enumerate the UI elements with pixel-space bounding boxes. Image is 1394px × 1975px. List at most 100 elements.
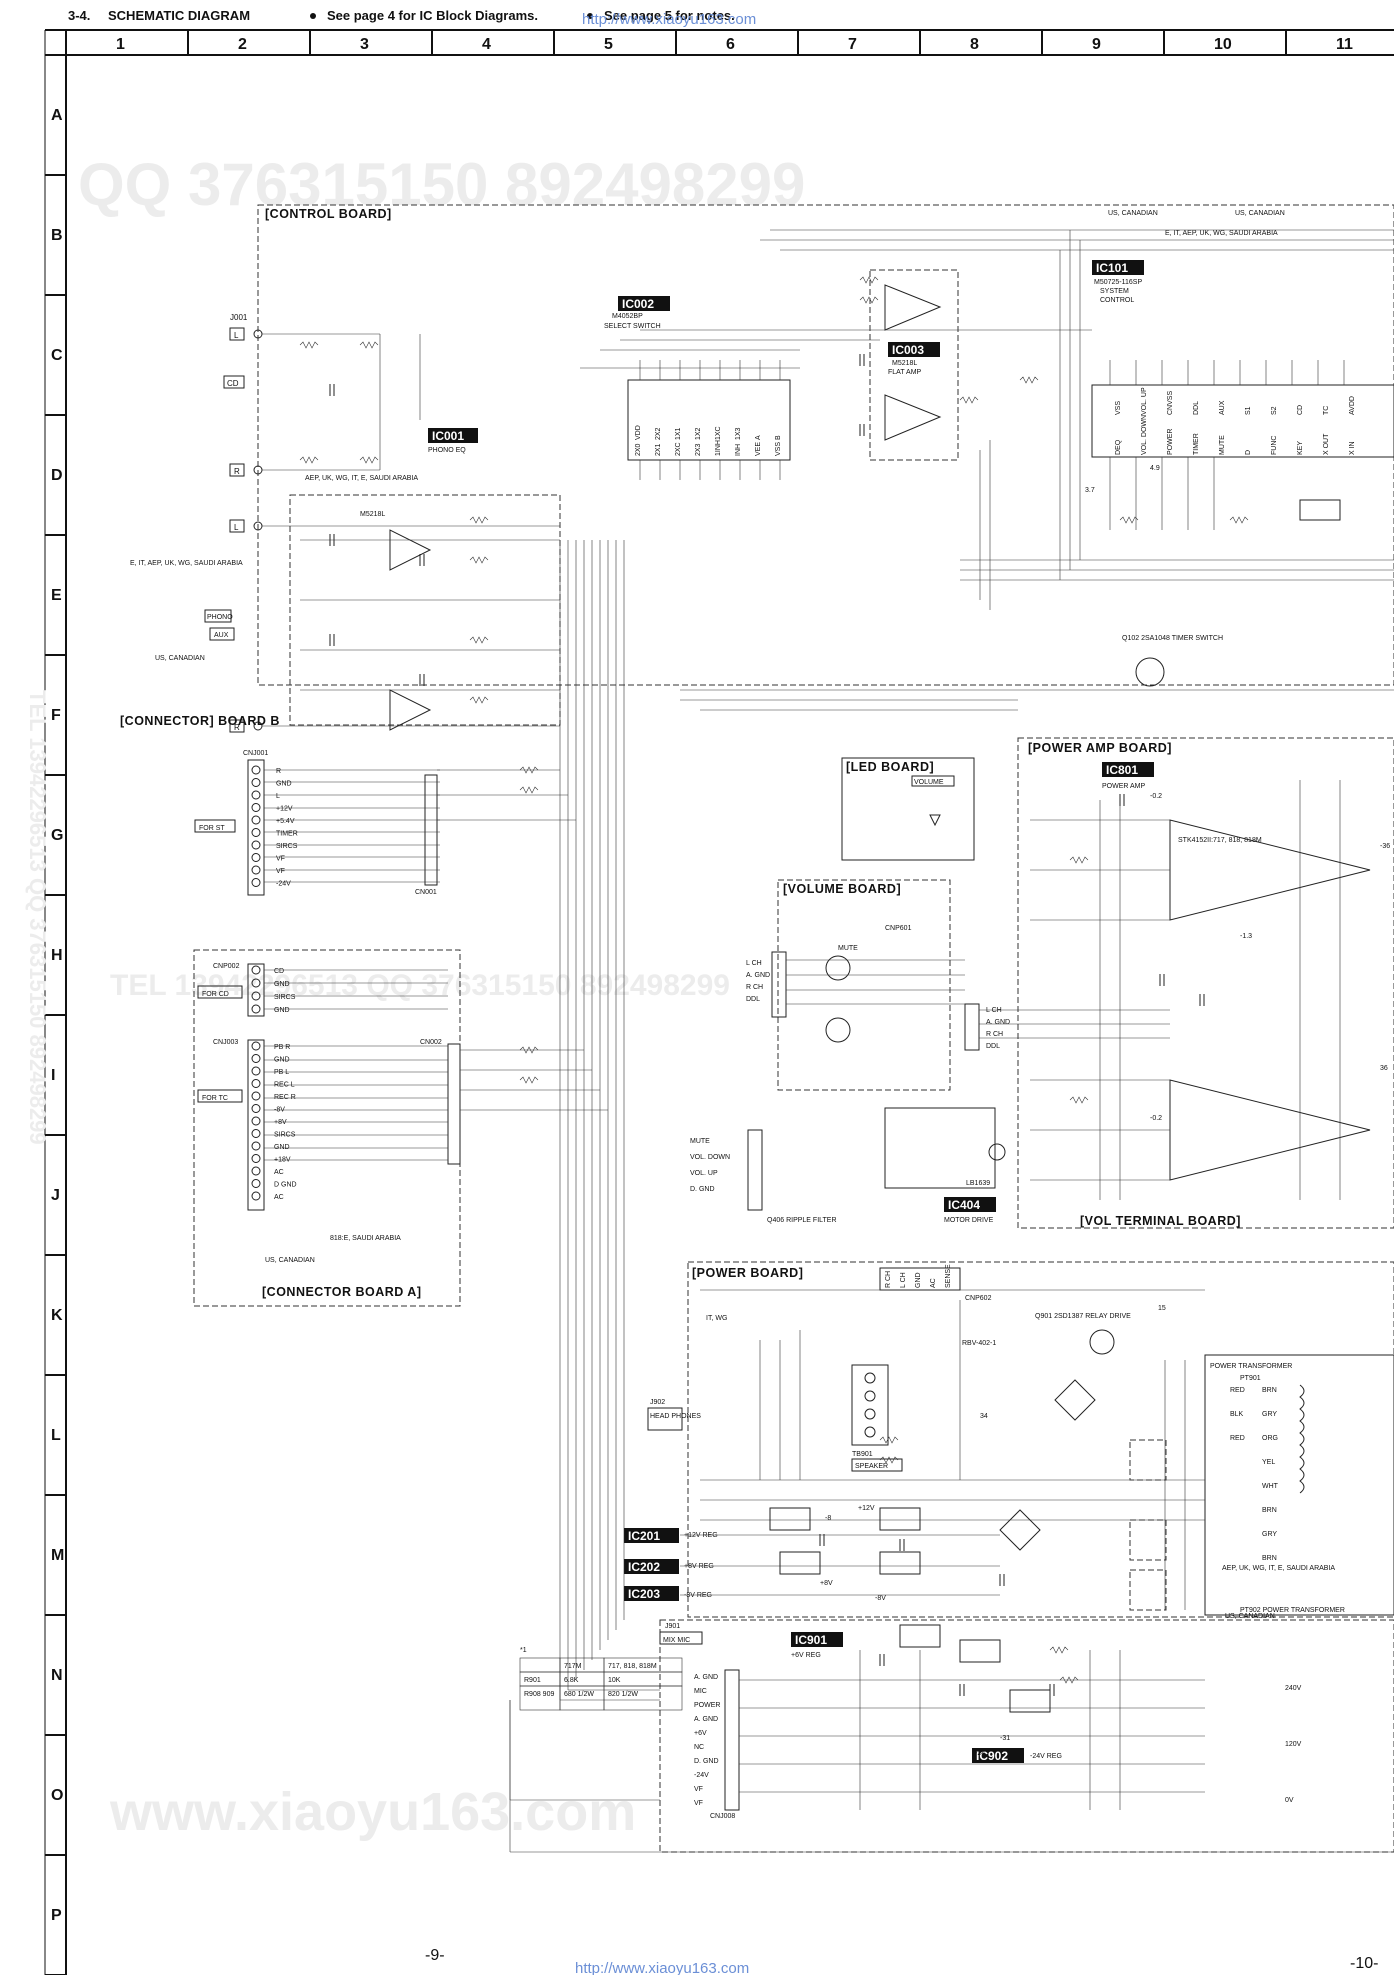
volume-left-pin-label: VOL. DOWN [690, 1154, 730, 1161]
ic002-pin: 1INH [715, 440, 722, 456]
voltage-annotation: -36 [1380, 843, 1390, 850]
svg-text:IC201: IC201 [628, 1529, 660, 1543]
pin-icon [251, 1166, 261, 1176]
column-label: 10 [1214, 36, 1232, 53]
voltage-annotation: +8V [820, 1580, 833, 1587]
it-wg-label: IT, WG [706, 1315, 727, 1322]
cnj008-pin-label: MIC [694, 1688, 707, 1695]
voltage-annotation: 3.7 [1085, 487, 1095, 494]
pt901-label: PT901 [1240, 1375, 1261, 1382]
voltage-annotation: -8V [875, 1595, 886, 1602]
ic002-badge: IC002 [618, 296, 670, 311]
pin-icon [251, 1079, 261, 1088]
cnj008-pin-label: VF [694, 1800, 703, 1807]
ic901-badge: IC901 [791, 1632, 843, 1647]
row-label: G [51, 827, 63, 844]
resistor-icon [469, 556, 489, 564]
volume-pin-label: A. GND [746, 972, 770, 979]
for-cd-label: FOR CD [202, 991, 229, 998]
resistor-icon [1229, 516, 1249, 524]
ic404-part: LB1639 [966, 1180, 990, 1187]
connector-b-pin-label: -24V [276, 881, 291, 888]
jack-cd: CD [227, 379, 239, 388]
cd-pin-label: GND [274, 1007, 290, 1014]
resistor-icon [299, 341, 319, 349]
voltage-annotation: -24 [975, 1750, 985, 1757]
resistor-icon [519, 766, 539, 774]
volume-label: VOLUME [914, 779, 944, 786]
power-top-pin-label: R CH [885, 1271, 892, 1288]
watermark-url-bottom[interactable]: http://www.xiaoyu163.com [575, 1960, 749, 1975]
tc-pin-label: PB R [274, 1044, 290, 1051]
for-st-label: FOR ST [199, 825, 225, 832]
us-canadian-pt: US, CANADIAN [1225, 1613, 1275, 1620]
jack-r-1: R [234, 467, 240, 476]
tc-pin-label: D GND [274, 1182, 297, 1189]
row-label: K [51, 1307, 63, 1324]
ic801-desc: POWER AMP [1102, 783, 1146, 790]
opamp-icon [884, 284, 942, 331]
ic201-desc: +12V REG [684, 1532, 718, 1539]
ic101-pin: AVDD [1349, 396, 1356, 415]
cnj008-pin-label: -24V [694, 1772, 709, 1779]
wiring [262, 229, 1394, 1853]
connector-b-pin-label: VF [276, 856, 285, 863]
relay-label: Q901 2SD1387 RELAY DRIVE [1035, 1313, 1131, 1320]
power-amp-title: [POWER AMP BOARD] [1028, 741, 1172, 755]
resistor-icon [959, 396, 979, 404]
tc-pin-label: +8V [274, 1119, 287, 1126]
ic101-desc1: SYSTEM [1100, 288, 1129, 295]
control-board-title: [CONTROL BOARD] [265, 207, 392, 221]
pt902-label: PT902 POWER TRANSFORMER [1240, 1607, 1345, 1614]
pin-icon [251, 1091, 261, 1101]
ic901-desc: +6V REG [791, 1652, 821, 1659]
resistor-icon [469, 636, 489, 644]
cnp601-label: CNP601 [885, 925, 912, 932]
opamp-icon [884, 394, 942, 441]
ic101-pin: CNVSS [1167, 391, 1174, 415]
tc-pin-label: AC [274, 1169, 284, 1176]
pin-icon [251, 1179, 261, 1188]
svg-text:CNJ001: CNJ001 [243, 750, 268, 757]
ic101-pin: FUNC [1271, 436, 1278, 455]
watermark-url-top[interactable]: http://www.xiaoyu163.com [582, 11, 756, 28]
aux-label: AUX [214, 632, 229, 639]
ic002-pin: 1X1 [675, 427, 682, 440]
resistor-icon [359, 456, 379, 464]
connector-b-pin-label: R [276, 768, 281, 775]
motor-icon [988, 1143, 1006, 1161]
column-label: 9 [1092, 36, 1101, 53]
volume-board-title: [VOLUME BOARD] [783, 882, 901, 896]
pin-icon [251, 1104, 261, 1113]
column-label: 7 [848, 36, 857, 53]
row-label: L [51, 1427, 61, 1444]
volume-left-pin-label: VOL. UP [690, 1170, 718, 1177]
resistor-icon [859, 276, 879, 284]
mute-label: MUTE [838, 945, 858, 952]
tc-pin-label: GND [274, 1144, 290, 1151]
svg-text:CNP002: CNP002 [213, 963, 240, 970]
ic101-pin: S1 [1245, 406, 1252, 415]
tc-pin-label: PB L [274, 1069, 289, 1076]
ic002-pin: VSS [775, 442, 782, 456]
ic101-pin: TC [1323, 406, 1330, 415]
vol-terminal-title: [VOL TERMINAL BOARD] [1080, 1214, 1241, 1228]
ic101-pin: MUTE [1219, 435, 1226, 455]
svg-text:IC001: IC001 [432, 429, 464, 443]
watermark-site: www.xiaoyu163.com [109, 1782, 636, 1842]
row-label: E [51, 587, 62, 604]
header: 3-4. SCHEMATIC DIAGRAM See page 4 for IC… [68, 8, 756, 28]
resistor-icon [1069, 856, 1089, 864]
ic203-desc: -8V REG [684, 1592, 712, 1599]
ic002-pin: 1X3 [735, 427, 742, 440]
ic101-pin: S2 [1271, 406, 1278, 415]
ic801-badge: IC801 [1102, 762, 1154, 777]
ic001-part: M5218L [360, 511, 385, 518]
connector-b-pin-label: +12V [276, 806, 293, 813]
ic202-desc: +8V REG [684, 1563, 714, 1570]
voltage-annotation: -8 [825, 1515, 831, 1522]
table-cell [519, 1657, 561, 1673]
